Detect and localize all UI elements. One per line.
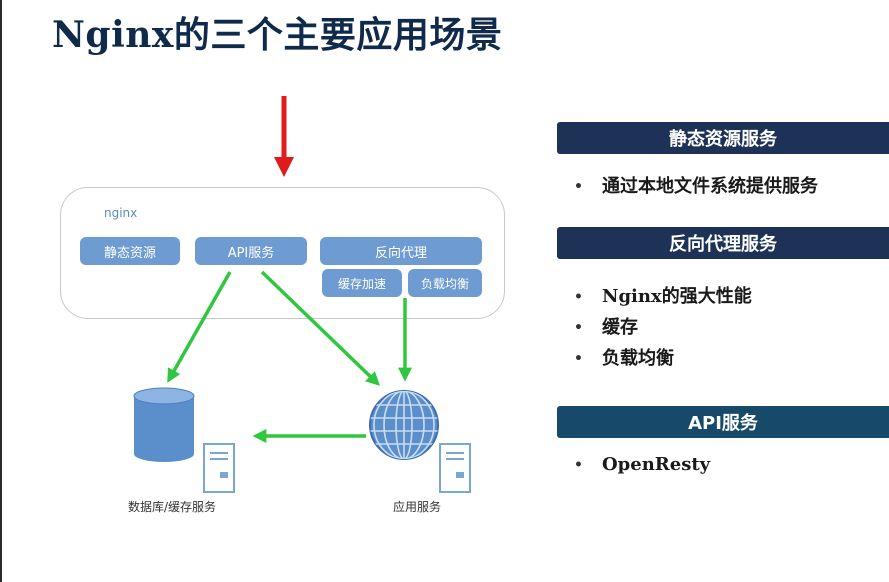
api-to-app-arrow: [260, 270, 381, 386]
bullet-item: • 负载均衡: [574, 344, 674, 370]
section-header-static: 静态资源服务: [557, 122, 889, 154]
bullet-item: • 缓存: [574, 313, 638, 339]
app-service-caption: 应用服务: [393, 500, 442, 514]
bullet-text: 负载均衡: [602, 348, 674, 369]
module-api-service: API服务: [195, 237, 307, 265]
architecture-diagram: nginx 静态资源 API服务 反向代理 缓存加速 负载均衡: [60, 96, 505, 514]
bullet-item: • OpenResty: [574, 454, 710, 475]
database-cache-caption: 数据库/缓存服务: [128, 500, 217, 514]
bullet-item: • 通过本地文件系统提供服务: [574, 172, 818, 198]
module-load-balancing: 负载均衡: [408, 269, 482, 297]
server-icon: [439, 443, 471, 493]
database-icon: [133, 387, 195, 462]
bullet-text: 通过本地文件系统提供服务: [602, 176, 818, 197]
left-frame-edge: [0, 0, 2, 582]
bullet-dot: •: [574, 351, 583, 367]
bullet-dot: •: [574, 179, 583, 195]
module-cache-acceleration: 缓存加速: [322, 269, 402, 297]
section-header-api: API服务: [557, 406, 889, 438]
diagram-graphics: [133, 96, 471, 493]
module-static-resources: 静态资源: [80, 237, 180, 265]
bullet-dot: •: [574, 289, 583, 305]
nginx-label: nginx: [104, 206, 138, 220]
bullet-text: 缓存: [602, 317, 638, 338]
api-to-database-arrow: [167, 271, 232, 383]
bullet-text: OpenResty: [602, 454, 711, 475]
bullet-dot: •: [574, 457, 583, 473]
bullet-item: • Nginx的强大性能: [574, 282, 752, 308]
globe-icon: [369, 390, 439, 460]
section-header-proxy: 反向代理服务: [557, 227, 889, 259]
page-title: Nginx的三个主要应用场景: [52, 14, 503, 56]
bullet-text: Nginx的强大性能: [602, 286, 752, 307]
module-reverse-proxy: 反向代理: [320, 237, 482, 265]
bullet-dot: •: [574, 320, 583, 336]
server-icon: [203, 443, 235, 493]
